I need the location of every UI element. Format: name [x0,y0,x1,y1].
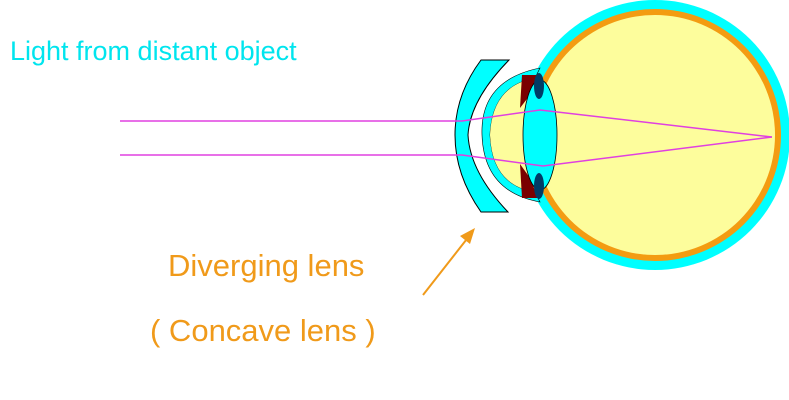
vitreous-body [535,15,775,255]
diagram-title: Light from distant object [10,36,297,66]
iris-bottom [520,164,538,198]
concave-lens-label: ( Concave lens ) [150,313,376,348]
pointer-arrow-line [422,234,471,296]
light-ray-bottom [120,136,773,167]
ciliary-muscle-top [534,73,544,99]
diverging-lens-label: Diverging lens [168,248,365,283]
concave-lens [454,59,511,213]
iris-top [520,75,538,108]
pointer-arrow-head [460,228,475,244]
light-rays [120,109,773,167]
ciliary-muscle-bottom [534,173,544,199]
light-ray-top [120,109,773,138]
